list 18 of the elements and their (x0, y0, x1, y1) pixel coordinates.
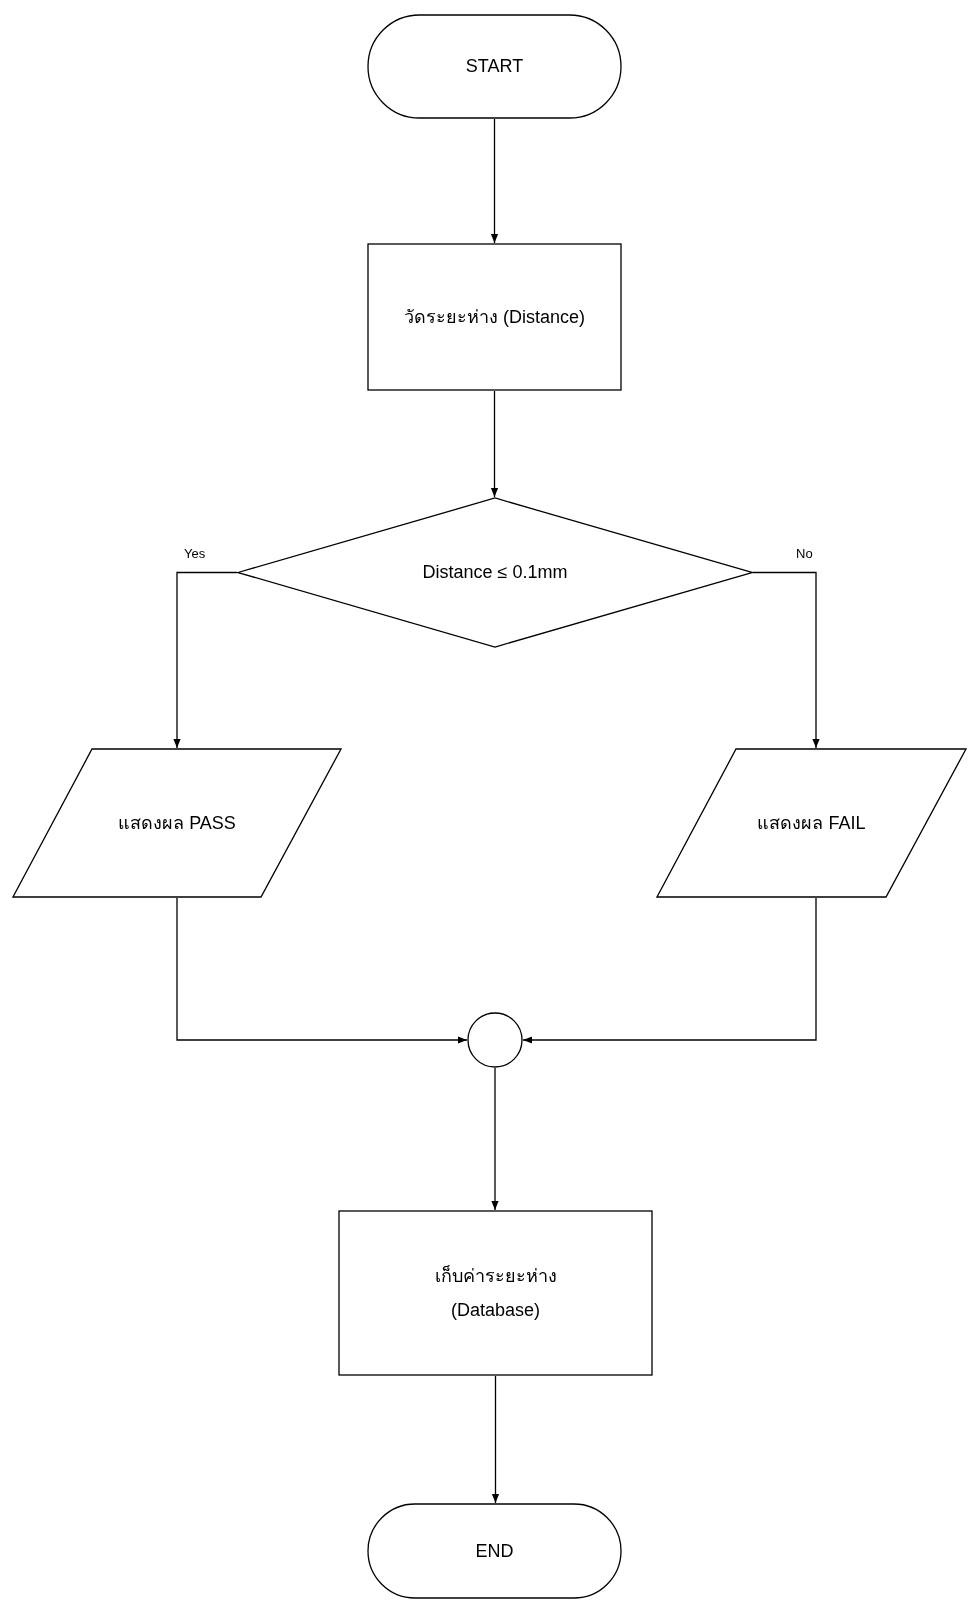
edge-label: Yes (182, 546, 208, 561)
arrow (173, 571, 238, 749)
connector-circle (467, 1012, 523, 1068)
arrow (752, 571, 820, 749)
output-parallelogram: แสดงผล FAIL (656, 748, 967, 898)
arrow (176, 897, 468, 1044)
process-box: เก็บค่าระยะห่าง (Database) (338, 1210, 653, 1376)
arrow (491, 1067, 499, 1211)
arrow (522, 897, 817, 1044)
end-terminator: END (367, 1503, 622, 1599)
edge-label: No (794, 546, 815, 561)
arrow (490, 390, 499, 498)
start-terminator: START (367, 14, 622, 119)
decision-diamond: Distance ≤ 0.1mm (237, 497, 753, 648)
arrow (490, 118, 499, 244)
output-parallelogram: แสดงผล PASS (12, 748, 342, 898)
arrow (491, 1375, 500, 1504)
process-box: วัดระยะห่าง (Distance) (367, 243, 622, 391)
